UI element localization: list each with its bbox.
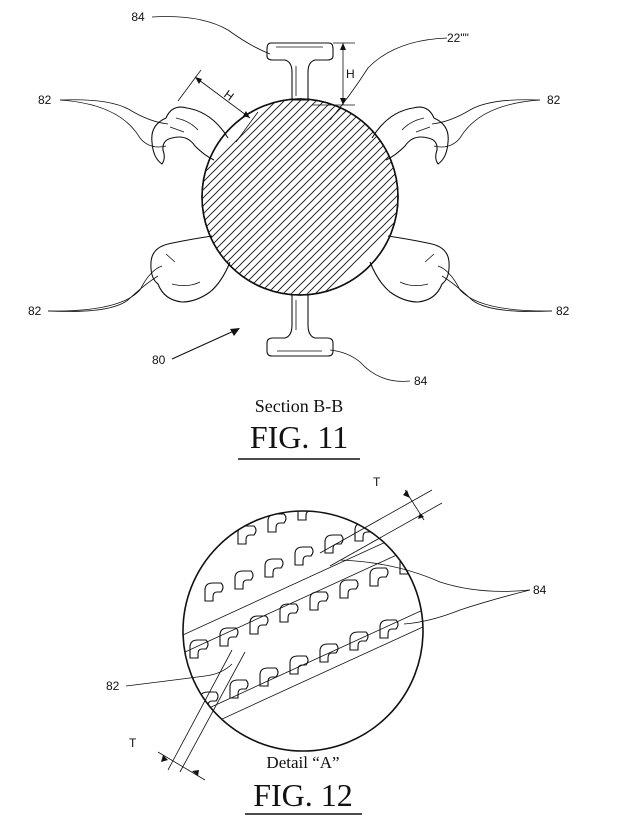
core-cross-section: [201, 98, 399, 296]
ref-h-angled: H: [221, 87, 236, 103]
fig12-diagram: T 84 82 T Detail “A” FIG. 12: [106, 454, 547, 815]
hatch-line: [202, 99, 315, 295]
detail-hook: [294, 546, 314, 566]
leader-84-b: [403, 589, 531, 625]
hatch-line: [277, 99, 398, 295]
hatch-line: [202, 99, 371, 295]
leader-84-a: [339, 559, 531, 592]
fig11-diagram: 84 22"" H H 82 82 82 82 80 84 Section B-…: [28, 10, 570, 460]
hatch-line: [301, 99, 398, 295]
ref-82-fig12: 82: [106, 679, 120, 693]
detail-hook: [388, 466, 406, 484]
detail-hook: [264, 558, 284, 578]
detail-hook: [279, 603, 299, 623]
ref-82-top-left: 82: [38, 93, 52, 107]
fin-top-left: [151, 106, 229, 165]
detail-hook: [349, 631, 369, 651]
detail-hook: [289, 655, 309, 675]
ref-84-fig12: 84: [533, 583, 547, 597]
hatch-line: [237, 99, 398, 295]
hatch-line: [202, 99, 347, 295]
leader-82: [125, 663, 233, 687]
detail-hook: [369, 567, 389, 587]
hatch-line: [202, 99, 291, 295]
detail-hook: [267, 513, 287, 533]
detail-hook: [259, 667, 279, 687]
fin-bottom-right: [369, 235, 450, 303]
detail-hook: [229, 679, 249, 699]
hatch-line: [202, 99, 299, 295]
ref-22: 22"": [447, 31, 469, 45]
dimension-h-angled: [177, 69, 259, 143]
rib-top: [266, 42, 334, 101]
hatch-line: [269, 99, 398, 295]
section-label: Section B-B: [255, 396, 344, 416]
detail-hook: [219, 627, 239, 647]
hatch-line: [309, 99, 398, 295]
fin-top-right: [371, 106, 449, 165]
hatch-line: [202, 99, 379, 295]
hatch-line: [202, 99, 363, 295]
rib-bottom: [266, 295, 334, 357]
detail-hook: [249, 615, 269, 635]
hatch-line: [293, 99, 398, 295]
detail-hook: [414, 511, 423, 518]
detail-hook: [379, 619, 399, 639]
hatch-line: [202, 99, 331, 295]
dimension-h: [312, 42, 355, 106]
detail-hook: [297, 511, 317, 521]
ref-t-top: T: [373, 475, 381, 489]
detail-hook: [234, 570, 254, 590]
detail-hook: [189, 639, 209, 659]
detail-hook: [418, 454, 436, 472]
detail-hook: [339, 579, 359, 599]
fig11-title: FIG. 11: [250, 419, 348, 455]
fig11-leaders: [47, 16, 553, 382]
ref-t-bottom: T: [129, 736, 137, 750]
detail-hook: [328, 490, 346, 508]
detail-hook: [204, 582, 224, 602]
hatch-line: [229, 99, 398, 295]
hatch-line: [202, 99, 323, 295]
dimension-t-top: [319, 489, 443, 567]
ref-h: H: [346, 67, 355, 81]
fig12-title: FIG. 12: [253, 777, 353, 813]
detail-hook: [199, 691, 219, 711]
hatch-line: [202, 99, 307, 295]
hatch-line: [202, 99, 339, 295]
ref-82-top-right: 82: [547, 93, 561, 107]
dimension-t-bottom: [157, 649, 246, 781]
ref-84-top: 84: [131, 10, 145, 24]
hatch-line: [285, 99, 398, 295]
detail-hook: [309, 591, 329, 611]
hatch-line: [221, 99, 398, 295]
ref-82-bottom-left: 82: [28, 304, 42, 318]
hatch-line: [261, 99, 398, 295]
fin-bottom-left: [150, 235, 231, 303]
hatch-line: [245, 99, 398, 295]
ref-80: 80: [152, 353, 166, 367]
hatch-line: [202, 99, 355, 295]
ref-82-bottom-right: 82: [556, 304, 570, 318]
detail-hook: [319, 643, 339, 663]
ref-84-bottom: 84: [414, 374, 428, 388]
hatch-line: [253, 99, 398, 295]
detail-label: Detail “A”: [266, 753, 339, 772]
